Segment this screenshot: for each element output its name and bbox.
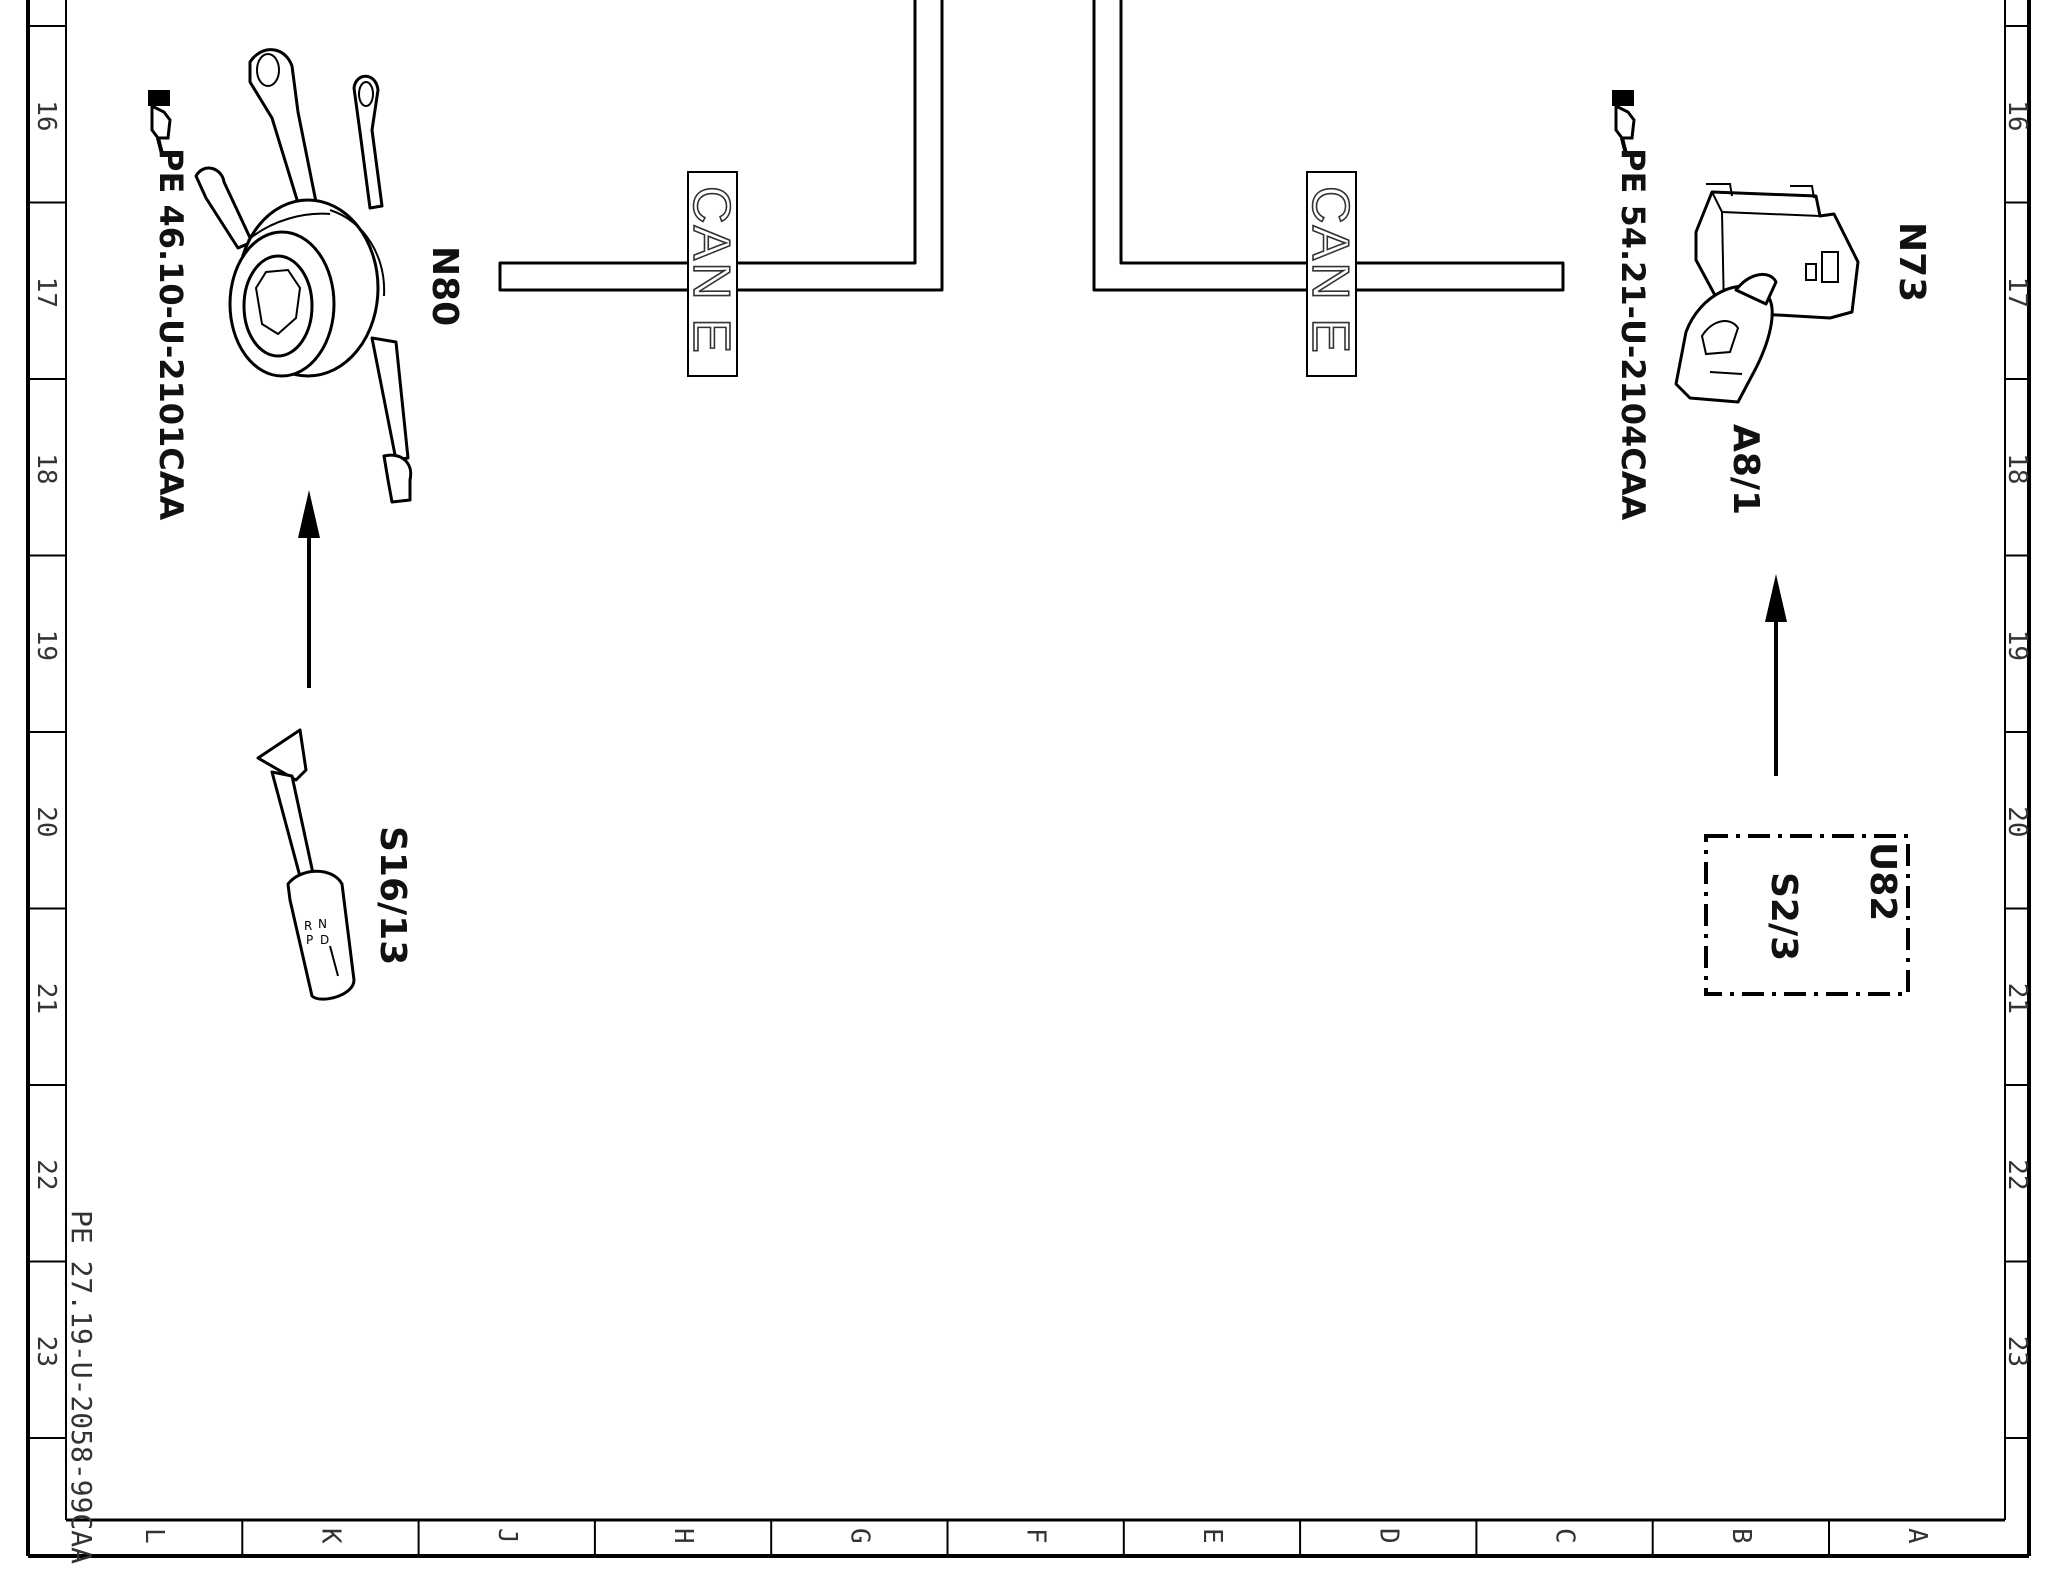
direct-select-lever-s16-13: R N P D — [256, 728, 356, 1001]
can-e-label-right-text: CAN E — [1301, 186, 1359, 355]
electronic-key-a8-1 — [1674, 273, 1778, 404]
arrow-u82-to-a8-1 — [1765, 574, 1787, 776]
row-ruler-left: 16 17 18 19 20 21 22 23 — [28, 25, 66, 1439]
column-label: L — [139, 1528, 169, 1544]
row-label-left: 23 — [31, 1336, 61, 1367]
s16-13-label: S16/13 — [372, 826, 413, 965]
arrow-s16-13-to-n80 — [298, 490, 320, 688]
can-e-label-left: CAN E — [681, 171, 741, 377]
pointing-hand-icon — [148, 90, 172, 155]
row-ruler-right: 16 17 18 19 20 21 22 23 — [2002, 25, 2032, 1439]
drawing-frame — [26, 0, 2031, 1558]
gear-letter-p: P — [306, 933, 313, 947]
column-label: D — [1373, 1528, 1403, 1544]
drawing-id: PE 27.19-U-2058-99CAA — [65, 1210, 98, 1564]
can-e-harness-right — [1092, 0, 1565, 292]
row-label-right: 21 — [2002, 983, 2032, 1014]
row-label-right: 16 — [2002, 100, 2032, 131]
row-label-right: 22 — [2002, 1159, 2032, 1190]
row-label-left: 16 — [31, 100, 61, 131]
n80-reference-text: PE 46.10-U-2101CAA — [152, 148, 190, 521]
n80-label: N80 — [424, 246, 465, 326]
gear-letter-r: R — [304, 919, 312, 933]
column-label: H — [668, 1528, 698, 1544]
row-label-right: 19 — [2002, 630, 2032, 661]
n73-reference: PE 54.21-U-2104CAA — [1612, 90, 1652, 521]
column-label: A — [1902, 1528, 1932, 1544]
code-u82-box — [1704, 834, 1910, 996]
a8-1-label: A8/1 — [1725, 424, 1766, 515]
row-label-left: 19 — [31, 630, 61, 661]
column-label: J — [492, 1528, 522, 1544]
row-label-right: 23 — [2002, 1336, 2032, 1367]
n73-label: N73 — [1891, 222, 1932, 302]
pointing-hand-icon — [1612, 90, 1636, 155]
n73-reference-text: PE 54.21-U-2104CAA — [1614, 148, 1652, 521]
gear-letter-d: D — [320, 933, 329, 947]
row-label-left: 17 — [31, 277, 61, 308]
can-e-label-right: CAN E — [1300, 171, 1360, 377]
s2-3-label: S2/3 — [1763, 872, 1804, 961]
can-e-harness-left — [498, 0, 944, 292]
column-label: C — [1550, 1528, 1580, 1544]
column-label: B — [1726, 1528, 1756, 1544]
column-label: F — [1021, 1528, 1051, 1544]
row-label-left: 18 — [31, 453, 61, 484]
can-e-label-left-text: CAN E — [682, 186, 740, 355]
row-label-right: 17 — [2002, 277, 2032, 308]
n80-reference: PE 46.10-U-2101CAA — [148, 90, 190, 521]
row-label-right: 18 — [2002, 453, 2032, 484]
row-label-right: 20 — [2002, 806, 2032, 837]
u82-label: U82 — [1862, 842, 1903, 921]
column-label: K — [315, 1528, 345, 1544]
steering-column-module-n80 — [194, 48, 413, 504]
row-label-left: 22 — [31, 1159, 61, 1190]
gear-letter-n: N — [318, 917, 327, 931]
row-label-left: 21 — [31, 983, 61, 1014]
row-label-left: 20 — [31, 806, 61, 837]
column-label: G — [844, 1528, 874, 1544]
column-label: E — [1197, 1528, 1227, 1544]
